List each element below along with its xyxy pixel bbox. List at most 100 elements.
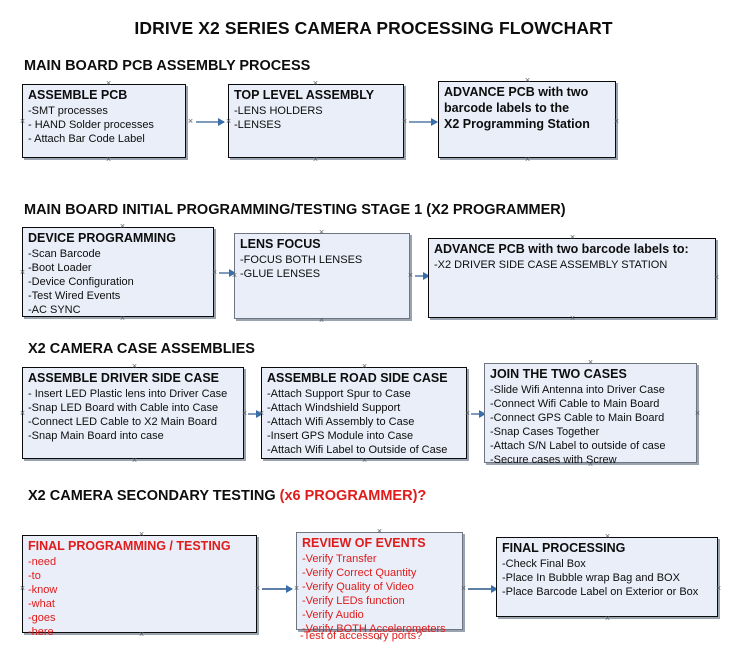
node-line: -Verify BOTH Accelerometers (302, 623, 446, 635)
connection-handle-left[interactable] (18, 409, 27, 418)
connection-handle-bottom[interactable] (137, 630, 146, 639)
node-advance-pcb-to-x2-programming-station[interactable]: ADVANCE PCB with two barcode labels to t… (438, 81, 616, 158)
connection-handle-top[interactable] (586, 358, 595, 367)
connection-handle-right[interactable] (186, 117, 195, 126)
node-line: -Attach S/N Label to outside of case (490, 440, 666, 452)
section-heading-x2-camera-secondary-testing: X2 CAMERA SECONDARY TESTING (x6 PROGRAMM… (28, 488, 426, 504)
node-line: -GLUE LENSES (240, 268, 321, 280)
node-lens-focus[interactable]: LENS FOCUS -FOCUS BOTH LENSES -GLUE LENS… (234, 233, 410, 319)
node-line: -Insert GPS Module into Case (267, 430, 414, 442)
connection-handle-top[interactable] (317, 228, 326, 237)
node-title: LENS FOCUS (240, 237, 321, 251)
node-line: -Place Barcode Label on Exterior or Box (502, 586, 699, 598)
connection-handle-left[interactable] (18, 268, 27, 277)
connection-handle-left[interactable] (18, 584, 27, 593)
connection-handle-top[interactable] (360, 362, 369, 371)
node-line: -Device Configuration (28, 276, 134, 288)
section-heading-x2-camera-case-assemblies: X2 CAMERA CASE ASSEMBLIES (28, 341, 255, 357)
connection-handle-left[interactable] (224, 117, 233, 126)
node-line: - Attach Bar Code Label (28, 133, 145, 145)
connection-handle-top[interactable] (130, 362, 139, 371)
node-line: -Connect GPS Cable to Main Board (490, 412, 665, 424)
section-heading-text: MAIN BOARD PCB ASSEMBLY PROCESS (24, 58, 311, 74)
node-line: -Attach Wifi Assembly to Case (267, 416, 415, 428)
node-line: -Verify Audio (302, 609, 364, 621)
node-title: TOP LEVEL ASSEMBLY (234, 88, 375, 102)
node-top-level-assembly[interactable]: TOP LEVEL ASSEMBLY -LENS HOLDERS -LENSES (228, 84, 404, 158)
connection-handle-bottom[interactable] (130, 456, 139, 465)
connection-handle-right[interactable] (612, 117, 621, 126)
node-line: -here (28, 626, 54, 638)
connection-handle-top[interactable] (137, 530, 146, 539)
connection-handle-bottom[interactable] (523, 155, 532, 164)
node-line: -Verify Correct Quantity (302, 567, 417, 579)
node-advance-pcb-to-driver-side-case-assembly[interactable]: ADVANCE PCB with two barcode labels to: … (428, 238, 716, 318)
node-assemble-driver-side-case[interactable]: ASSEMBLE DRIVER SIDE CASE - Insert LED P… (22, 367, 244, 459)
connection-handle-bottom[interactable] (104, 155, 113, 164)
node-title: DEVICE PROGRAMMING (28, 231, 176, 245)
section-heading-main-board-pcb-assembly-process: MAIN BOARD PCB ASSEMBLY PROCESS (24, 58, 310, 74)
node-line: -Snap Cases Together (490, 426, 600, 438)
node-join-the-two-cases[interactable]: JOIN THE TWO CASES -Slide Wifi Antenna i… (484, 363, 697, 466)
node-title: FINAL PROGRAMMING / TESTING (28, 539, 231, 553)
node-line: -Verify Transfer (302, 553, 377, 565)
connection-handle-right[interactable] (459, 584, 468, 593)
connection-handle-top[interactable] (104, 79, 113, 88)
connection-handle-left[interactable] (18, 117, 27, 126)
node-assemble-pcb[interactable]: ASSEMBLE PCB -SMT processes - HAND Solde… (22, 84, 186, 158)
connection-handle-bottom[interactable] (586, 460, 595, 469)
connection-handle-left[interactable] (292, 584, 301, 593)
connection-handle-bottom[interactable] (568, 314, 577, 323)
connection-handle-bottom[interactable] (311, 155, 320, 164)
node-line: -LENS HOLDERS (234, 105, 323, 117)
connection-handle-right[interactable] (712, 273, 721, 282)
node-line: -SMT processes (28, 105, 108, 117)
connection-handle-right[interactable] (253, 584, 262, 593)
connection-handle-left[interactable] (230, 271, 239, 280)
connection-handle-top[interactable] (118, 222, 127, 231)
node-line: -Verify Quality of Video (302, 581, 414, 593)
connection-handle-bottom[interactable] (375, 634, 384, 643)
connection-handle-top[interactable] (375, 527, 384, 536)
connection-handle-bottom[interactable] (317, 316, 326, 325)
connector-assemble-pcb-to-top-level-assembly (196, 118, 225, 126)
node-line: -Connect Wifi Cable to Main Board (490, 398, 660, 410)
node-line: -goes (28, 612, 56, 624)
section-heading-text: X2 CAMERA SECONDARY TESTING (28, 488, 280, 504)
section-heading-accent: (x6 PROGRAMMER)? (279, 488, 427, 504)
node-line: -AC SYNC (28, 304, 81, 316)
connection-handle-right[interactable] (406, 271, 415, 280)
node-title-line-2: barcode labels to the (444, 101, 570, 115)
node-assemble-road-side-case[interactable]: ASSEMBLE ROAD SIDE CASE -Attach Support … (261, 367, 467, 459)
connection-handle-right[interactable] (400, 117, 409, 126)
connection-handle-left[interactable] (257, 409, 266, 418)
node-line: -Secure cases with Screw (490, 454, 617, 466)
node-final-programming-testing[interactable]: FINAL PROGRAMMING / TESTING -need -to -k… (22, 535, 257, 638)
node-line: -Connect LED Cable to X2 Main Board (28, 416, 217, 428)
connector-top-level-assembly-to-advance-pcb (409, 118, 438, 126)
page-title: IDRIVE X2 SERIES CAMERA PROCESSING FLOWC… (134, 18, 613, 38)
node-line: -Boot Loader (28, 262, 92, 274)
node-device-programming[interactable]: DEVICE PROGRAMMING -Scan Barcode -Boot L… (22, 227, 214, 317)
connection-handle-bottom[interactable] (603, 614, 612, 623)
node-final-processing[interactable]: FINAL PROCESSING -Check Final Box -Place… (496, 537, 718, 617)
node-line: -Scan Barcode (28, 248, 101, 260)
node-line: -FOCUS BOTH LENSES (240, 254, 363, 266)
section-heading-text: MAIN BOARD INITIAL PROGRAMMING/TESTING S… (24, 202, 566, 218)
connection-handle-top[interactable] (603, 532, 612, 541)
connection-handle-top[interactable] (568, 233, 577, 242)
node-line: -what (28, 598, 55, 610)
connection-handle-bottom[interactable] (118, 314, 127, 323)
connection-handle-top[interactable] (311, 79, 320, 88)
connection-handle-right[interactable] (714, 584, 723, 593)
node-title-line-3: X2 Programming Station (444, 117, 590, 131)
connection-handle-bottom[interactable] (360, 456, 369, 465)
connection-handle-top[interactable] (523, 76, 532, 85)
node-line: -Slide Wifi Antenna into Driver Case (490, 384, 665, 396)
connection-handle-right[interactable] (210, 268, 219, 277)
node-line: -to (28, 570, 41, 582)
node-line: -Verify LEDs function (302, 595, 405, 607)
connection-handle-right[interactable] (693, 409, 702, 418)
node-review-of-events[interactable]: REVIEW OF EVENTS -Verify Transfer -Verif… (296, 532, 463, 642)
node-line: -Snap Main Board into case (28, 430, 164, 442)
